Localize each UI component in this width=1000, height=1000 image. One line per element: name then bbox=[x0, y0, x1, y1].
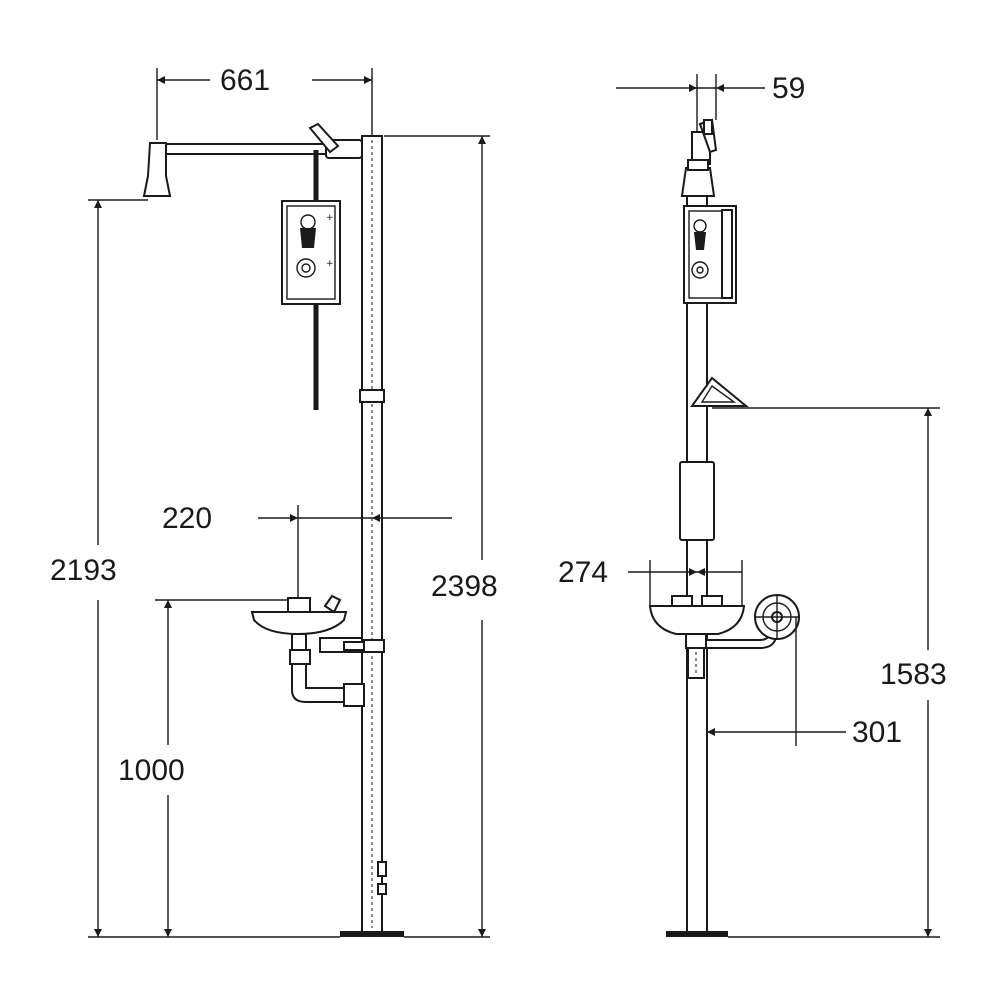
side-base-plate bbox=[666, 931, 728, 937]
front-view: + + bbox=[88, 68, 490, 938]
shower-head bbox=[142, 142, 172, 197]
dim-eyewash-offset: 220 bbox=[162, 502, 213, 535]
dim-total-height: 2398 bbox=[431, 570, 498, 603]
svg-text:+: + bbox=[326, 213, 334, 223]
dim-arm-reach: 661 bbox=[220, 64, 271, 97]
svg-text:+: + bbox=[326, 259, 334, 269]
side-main-pipe bbox=[686, 195, 708, 933]
dim-shower-height: 2193 bbox=[50, 554, 117, 587]
side-sign-board bbox=[683, 205, 737, 304]
dim-head-depth: 59 bbox=[772, 72, 806, 105]
front-base-plate bbox=[340, 931, 404, 937]
dim-wheel-offset: 301 bbox=[852, 716, 903, 749]
side-eyewash bbox=[648, 594, 800, 679]
dim-bowl-width: 274 bbox=[558, 556, 609, 589]
pull-handle bbox=[690, 376, 749, 407]
dim-pull-height: 1583 bbox=[880, 658, 947, 691]
side-shower-head bbox=[680, 167, 716, 197]
front-sign-board: + + bbox=[281, 200, 341, 305]
side-view bbox=[616, 74, 940, 938]
front-eyewash bbox=[250, 594, 365, 707]
dim-eyewash-height: 1000 bbox=[118, 754, 185, 787]
